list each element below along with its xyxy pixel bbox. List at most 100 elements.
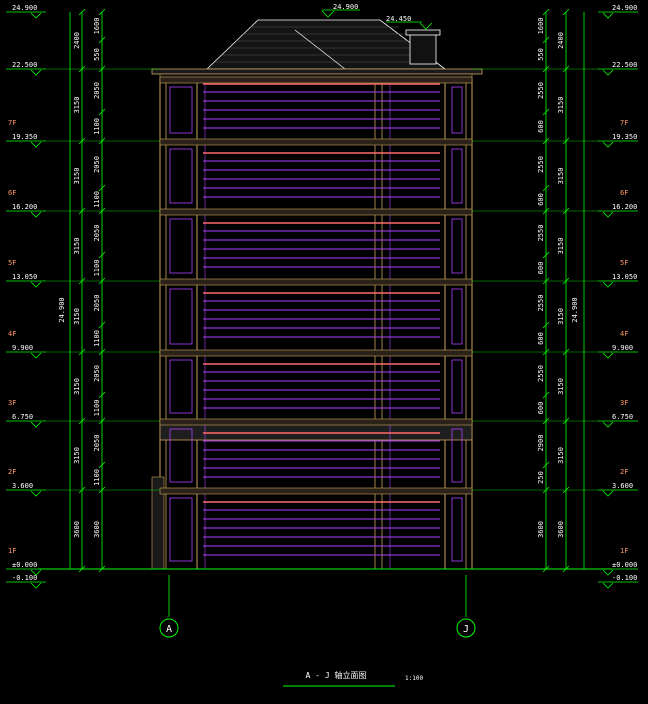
dimension-label: 1100 [93, 330, 101, 347]
level-marker: 9.900 4F [598, 330, 638, 359]
side-window-left [169, 218, 193, 274]
dimension-label: 2550 [537, 82, 545, 99]
level-elevation: -0.100 [612, 574, 637, 582]
level-marker: -0.100 [6, 574, 46, 589]
dimension-label: 1600 [93, 18, 101, 35]
level-elevation: 3.600 [12, 482, 33, 490]
dimension-label: 600 [537, 402, 545, 415]
dimension-label: 3150 [73, 97, 81, 114]
overall-height-left: 24.900 [58, 297, 66, 322]
side-window-left [169, 288, 193, 345]
axis-label-a: A [166, 624, 172, 635]
dimension-label: 3150 [557, 168, 565, 185]
level-elevation: 9.900 [612, 344, 633, 352]
dimension-label: 3600 [557, 521, 565, 538]
dimension-label: 600 [537, 332, 545, 345]
level-marker: -0.100 [598, 574, 638, 589]
dimension-label: 3600 [537, 521, 545, 538]
side-window-right [451, 86, 463, 134]
floor-label: 7F [8, 119, 16, 127]
dimension-label: 1100 [93, 260, 101, 277]
level-marker: 3.600 2F [598, 468, 638, 497]
dimension-label: 2550 [537, 156, 545, 173]
side-window-left [169, 86, 193, 134]
level-marker: 13.050 5F [6, 259, 46, 288]
dimension-label: 3150 [557, 378, 565, 395]
floor-label: 2F [8, 468, 16, 476]
title-block: A - J 轴立面图 1:100 [283, 670, 423, 687]
side-window-right [451, 288, 463, 345]
level-elevation: -0.100 [12, 574, 37, 582]
dimension-label: 2050 [93, 435, 101, 452]
level-marker: 19.350 7F [598, 119, 638, 148]
level-elevation: 22.500 [612, 61, 637, 69]
podium-band [159, 422, 473, 441]
level-elevation: 6.750 [12, 413, 33, 421]
dimension-label: 1100 [93, 191, 101, 208]
level-elevation: 13.050 [12, 273, 37, 281]
dimension-label: 600 [537, 262, 545, 275]
dimension-label: 3150 [557, 308, 565, 325]
dimension-chain-right-inner: 1600550255060025506002550600255060025506… [537, 8, 550, 573]
overall-height-right: 24.900 [571, 297, 579, 322]
dimension-label: 3600 [93, 521, 101, 538]
slab-band [159, 487, 473, 495]
slab-band [159, 138, 473, 146]
level-elevation: 3.600 [612, 482, 633, 490]
chimney-level-marker: 24.450 [386, 15, 433, 30]
floor-label: 5F [620, 259, 628, 267]
side-window-right [451, 359, 463, 414]
chimney-elevation: 24.450 [386, 15, 411, 23]
dimension-label: 1100 [93, 118, 101, 135]
side-window-right [451, 148, 463, 204]
dimension-label: 3150 [557, 447, 565, 464]
drawing-scale: 1:100 [405, 675, 423, 682]
level-elevation: 22.500 [12, 61, 37, 69]
side-window-right [451, 218, 463, 274]
dimension-label: 3150 [73, 378, 81, 395]
floor-label: 5F [8, 259, 16, 267]
floor-label: 6F [8, 189, 16, 197]
axis-marker-a: A [159, 618, 179, 638]
side-window-left [169, 497, 193, 562]
level-elevation: ±0.000 [12, 561, 37, 569]
axis-label-j: J [463, 624, 469, 635]
dimension-label: 2400 [73, 32, 81, 49]
dimension-label: 2050 [93, 225, 101, 242]
level-elevation: 6.750 [612, 413, 633, 421]
dimension-label: 2550 [537, 225, 545, 242]
dimension-label: 2550 [537, 365, 545, 382]
floor-label: 7F [620, 119, 628, 127]
floor-label: 3F [8, 399, 16, 407]
dimension-label: 2900 [537, 435, 545, 452]
side-window-right [451, 428, 463, 483]
level-elevation: 19.350 [12, 133, 37, 141]
floor-label: 4F [8, 330, 16, 338]
level-marker: 24.900RF [598, 4, 638, 19]
dimension-label: 550 [537, 48, 545, 61]
level-marker: 6.750 3F [6, 399, 46, 428]
drawing-title: A - J 轴立面图 [306, 670, 367, 680]
level-marker: 22.500 [6, 61, 46, 76]
roof-eave [151, 68, 483, 75]
slab-band [159, 349, 473, 357]
floor-label: 4F [620, 330, 628, 338]
dimension-label: 2400 [557, 32, 565, 49]
side-window-right [451, 497, 463, 562]
level-elevation: 19.350 [612, 133, 637, 141]
floor-label: 1F [620, 547, 628, 555]
axis-marker-j: J [456, 618, 476, 638]
level-elevation: 16.200 [12, 203, 37, 211]
dimension-label: 1100 [93, 400, 101, 417]
ridge-level-marker: 24.900 [321, 3, 360, 18]
floor-label: 2F [620, 468, 628, 476]
chimney [409, 33, 437, 65]
side-window-left [169, 148, 193, 204]
level-marker: 16.200 6F [6, 189, 46, 218]
dimension-chains: 2400 3150 3150 3150 3150 3150 3150 3600 1600 550 2… [69, 8, 585, 573]
